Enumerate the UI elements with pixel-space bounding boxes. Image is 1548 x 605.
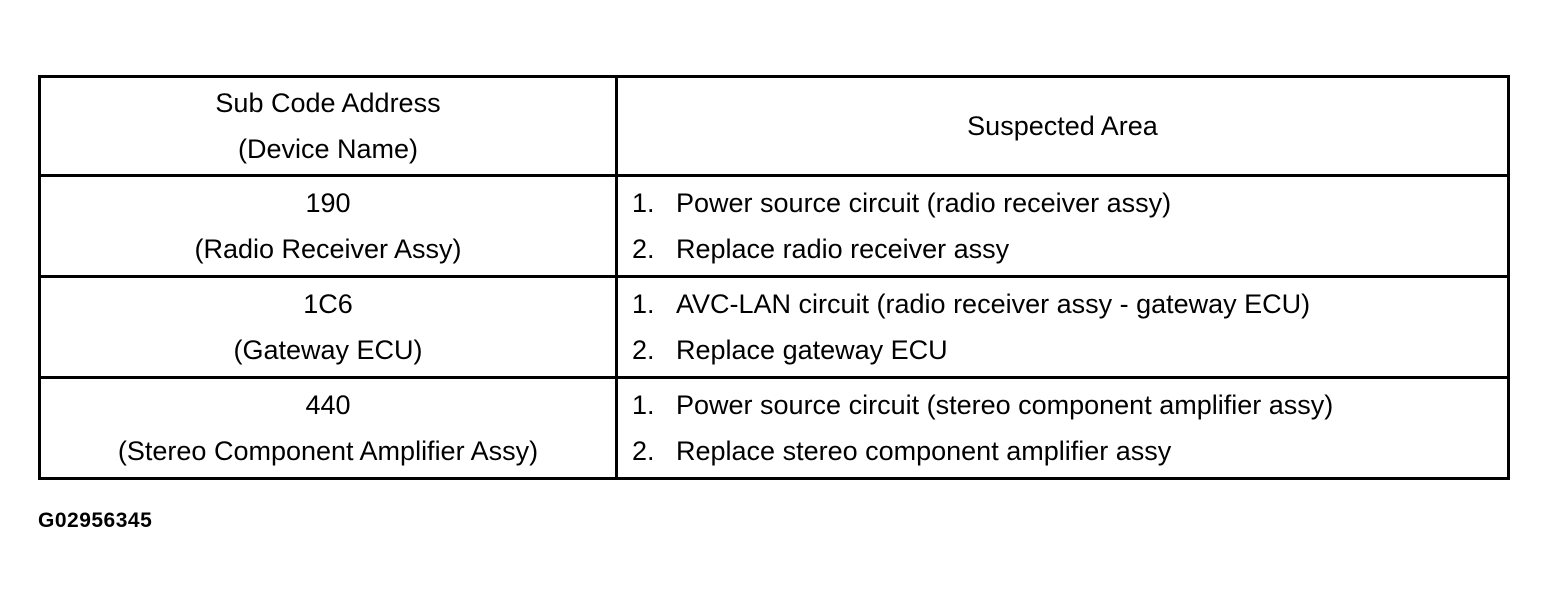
figure-id: G02956345 (38, 509, 153, 532)
suspected-area-cell: 1. AVC-LAN circuit (radio receiver assy … (615, 275, 1510, 379)
step-text: Power source circuit (radio receiver ass… (676, 188, 1172, 218)
suspected-area-cell: 1. Power source circuit (radio receiver … (615, 174, 1510, 278)
device-name: (Gateway ECU) (233, 335, 423, 365)
header-sub-code-label: Sub Code Address (215, 88, 441, 118)
step-text: Replace stereo component amplifier assy (676, 436, 1172, 466)
suspected-area-list: 1. AVC-LAN circuit (radio receiver assy … (618, 281, 1507, 373)
sub-code-value: 440 (305, 390, 351, 420)
list-item: 2. Replace stereo component amplifier as… (632, 428, 1507, 474)
step-text: Replace gateway ECU (676, 335, 948, 365)
list-item: 2. Replace radio receiver assy (632, 226, 1507, 272)
step-text: Power source circuit (stereo component a… (676, 390, 1334, 420)
suspected-area-list: 1. Power source circuit (radio receiver … (618, 180, 1507, 272)
sub-code-value: 1C6 (303, 289, 353, 319)
suspected-area-list: 1. Power source circuit (stereo componen… (618, 382, 1507, 474)
step-number: 1. (632, 289, 655, 319)
sub-code-cell: 1C6 (Gateway ECU) (38, 275, 618, 379)
step-number: 1. (632, 390, 655, 420)
list-item: 1. AVC-LAN circuit (radio receiver assy … (632, 281, 1507, 327)
list-item: 2. Replace gateway ECU (632, 327, 1507, 373)
table-row: 440 (Stereo Component Amplifier Assy) 1.… (38, 376, 1510, 480)
step-text: Replace radio receiver assy (676, 234, 1010, 264)
list-item: 1. Power source circuit (stereo componen… (632, 382, 1507, 428)
sub-code-cell: 190 (Radio Receiver Assy) (38, 174, 618, 278)
step-text: AVC-LAN circuit (radio receiver assy - g… (676, 289, 1311, 319)
header-sub-code-address: Sub Code Address (Device Name) (38, 75, 618, 177)
sub-code-table: Sub Code Address (Device Name) Suspected… (38, 75, 1510, 480)
device-name: (Stereo Component Amplifier Assy) (117, 436, 539, 466)
step-number: 2. (632, 436, 655, 466)
step-number: 2. (632, 234, 655, 264)
header-device-name-label: (Device Name) (237, 134, 419, 164)
table-row: 1C6 (Gateway ECU) 1. AVC-LAN circuit (ra… (38, 275, 1510, 379)
header-suspected-area: Suspected Area (615, 75, 1510, 177)
sub-code-cell: 440 (Stereo Component Amplifier Assy) (38, 376, 618, 480)
table-header-row: Sub Code Address (Device Name) Suspected… (38, 75, 1510, 177)
step-number: 1. (632, 188, 655, 218)
suspected-area-cell: 1. Power source circuit (stereo componen… (615, 376, 1510, 480)
device-name: (Radio Receiver Assy) (194, 234, 462, 264)
diagnostic-table-container: Sub Code Address (Device Name) Suspected… (38, 75, 1510, 480)
table-row: 190 (Radio Receiver Assy) 1. Power sourc… (38, 174, 1510, 278)
step-number: 2. (632, 335, 655, 365)
sub-code-value: 190 (305, 188, 351, 218)
list-item: 1. Power source circuit (radio receiver … (632, 180, 1507, 226)
